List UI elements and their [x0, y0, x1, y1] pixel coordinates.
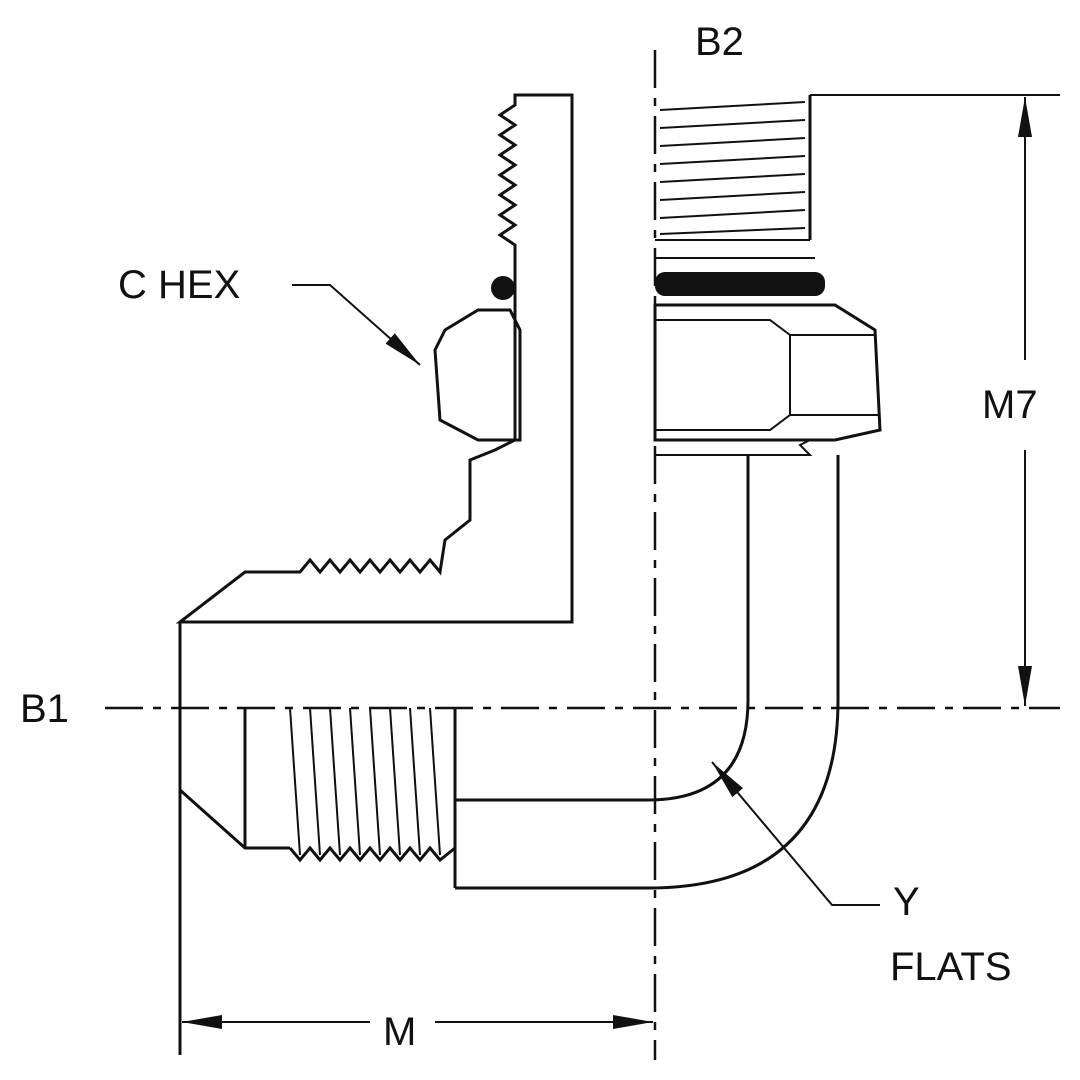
o-ring-section: [491, 276, 515, 300]
c-hex-leader: [292, 284, 421, 366]
b1-label: B1: [20, 687, 69, 731]
body-section-hatched: [175, 93, 574, 624]
upper-port-exterior: [653, 95, 882, 456]
flats-label: FLATS: [890, 945, 1012, 989]
tube-elbow: [455, 455, 840, 890]
y-flats-leader: [711, 761, 880, 906]
flare-end: [178, 622, 457, 1055]
c-hex-label: C HEX: [118, 263, 240, 307]
hex-nut: [653, 303, 882, 442]
hex-section-left: [433, 308, 522, 442]
o-ring: [655, 272, 825, 296]
m7-label: M7: [982, 383, 1038, 427]
m-label: M: [383, 1010, 416, 1054]
y-label: Y: [893, 880, 920, 924]
b2-label: B2: [695, 20, 744, 64]
